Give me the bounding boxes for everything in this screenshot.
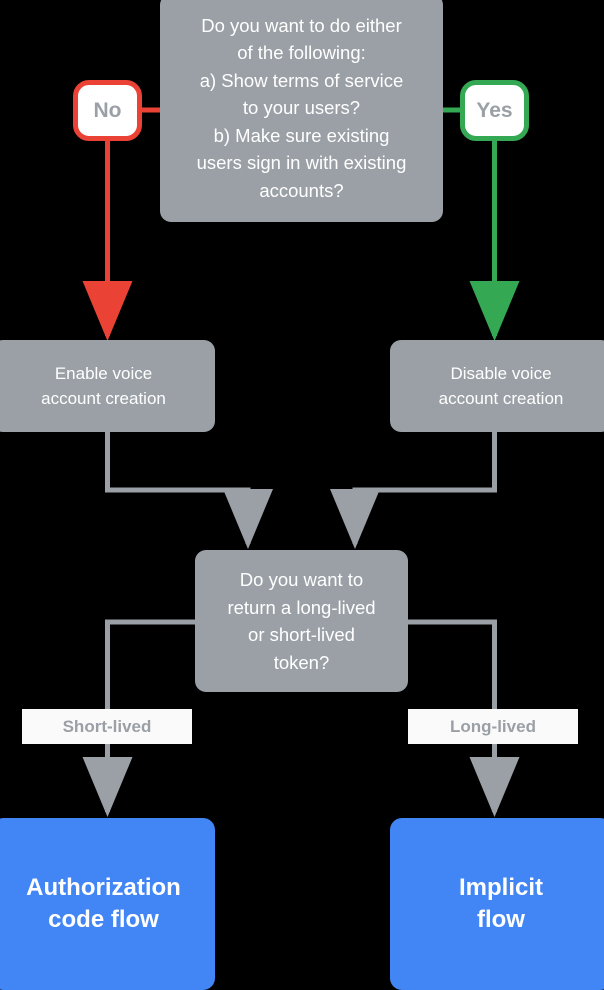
disable-voice-line-2: account creation bbox=[438, 389, 564, 408]
edge-label-long-lived: Long-lived bbox=[408, 709, 578, 744]
action-node-enable-voice-account-creation: Enable voice account creation bbox=[0, 340, 215, 432]
flow-implicit-line-1: Implicit bbox=[458, 874, 543, 901]
decision-badge-no-label: No bbox=[93, 98, 122, 122]
outcome-node-implicit-flow[interactable]: Implicit flow bbox=[390, 818, 604, 990]
question-token-line-1: Do you want to bbox=[239, 569, 364, 590]
enable-voice-line-2: account creation bbox=[41, 389, 166, 408]
question-top-line-6: users sign in with existing bbox=[196, 152, 407, 174]
question-top-line-5: b) Make sure existing bbox=[213, 124, 390, 146]
question-top-line-2: of the following: bbox=[237, 42, 366, 64]
connector-token-to-auth bbox=[82, 619, 195, 817]
question-top-line-7: accounts? bbox=[259, 179, 344, 201]
decision-badge-no[interactable]: No bbox=[73, 80, 142, 141]
question-node-token-lifetime: Do you want to return a long-lived or sh… bbox=[195, 550, 408, 692]
question-token-line-3: or short-lived bbox=[248, 624, 355, 645]
decision-badge-yes[interactable]: Yes bbox=[460, 80, 529, 141]
enable-voice-line-1: Enable voice bbox=[54, 364, 153, 383]
connector-disable-to-token bbox=[330, 432, 497, 549]
question-top-line-4: to your users? bbox=[242, 97, 361, 119]
decision-badge-yes-label: Yes bbox=[476, 98, 513, 122]
edge-label-short-lived: Short-lived bbox=[22, 709, 192, 744]
edge-label-long-lived-text: Long-lived bbox=[450, 716, 536, 736]
disable-voice-line-1: Disable voice bbox=[450, 364, 552, 383]
question-node-terms-of-service: Do you want to do either of the followin… bbox=[160, 0, 443, 222]
question-top-line-3: a) Show terms of service bbox=[199, 69, 404, 91]
flow-auth-line-2: code flow bbox=[48, 906, 159, 933]
connector-enable-to-token bbox=[105, 432, 273, 549]
action-node-disable-voice-account-creation: Disable voice account creation bbox=[390, 340, 604, 432]
question-token-line-2: return a long-lived bbox=[227, 596, 376, 618]
flow-implicit-line-2: flow bbox=[476, 906, 525, 933]
connector-token-to-implicit bbox=[408, 619, 520, 817]
edge-label-short-lived-text: Short-lived bbox=[62, 716, 152, 736]
flow-auth-line-1: Authorization bbox=[26, 874, 181, 901]
question-top-line-1: Do you want to do either bbox=[201, 14, 402, 36]
question-token-line-4: token? bbox=[273, 651, 330, 673]
outcome-node-authorization-code-flow[interactable]: Authorization code flow bbox=[0, 818, 215, 990]
